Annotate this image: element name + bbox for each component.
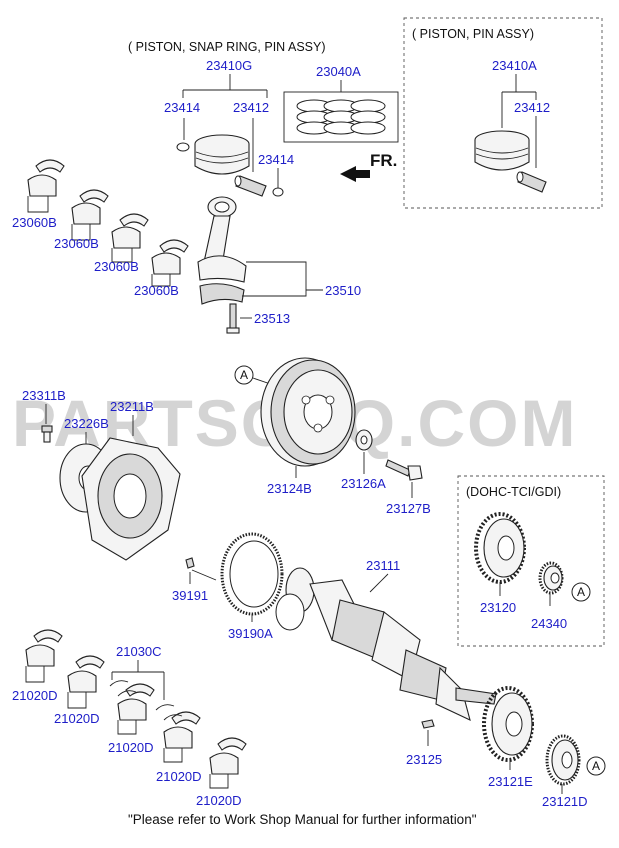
target-wheel-icon bbox=[220, 532, 284, 616]
part-23040A[interactable]: 23040A bbox=[316, 64, 361, 79]
front-marker: FR. bbox=[370, 151, 397, 170]
part-23410G[interactable]: 23410G bbox=[206, 58, 252, 73]
damper-pulley-icon bbox=[260, 357, 356, 467]
piston-rings-icon bbox=[296, 99, 386, 135]
ring-set-box bbox=[283, 91, 399, 143]
leader-21020D-2 bbox=[67, 692, 87, 709]
part-23211B[interactable]: 23211B bbox=[110, 399, 154, 414]
part-23125[interactable]: 23125 bbox=[406, 752, 442, 767]
callout-a-dohc bbox=[571, 582, 591, 602]
part-23060B-3[interactable]: 23060B bbox=[94, 259, 139, 274]
part-23124B[interactable]: 23124B bbox=[267, 481, 312, 496]
leader-39191 bbox=[189, 569, 217, 584]
part-23111[interactable]: 23111 bbox=[366, 558, 400, 573]
crank-sprocket-icon bbox=[474, 512, 526, 584]
leader-23060B-1 bbox=[27, 196, 49, 213]
leader-21030C bbox=[111, 660, 165, 700]
part-21020D-4[interactable]: 21020D bbox=[156, 769, 202, 784]
leader-23060B-3 bbox=[111, 248, 133, 263]
part-23060B-2[interactable]: 23060B bbox=[54, 236, 99, 251]
part-24340[interactable]: 24340 bbox=[531, 616, 567, 631]
timing-sprocket-icon bbox=[538, 561, 564, 595]
part-23226B[interactable]: 23226B bbox=[64, 416, 109, 431]
callout-a-lower bbox=[586, 756, 606, 776]
part-21030C[interactable]: 21030C bbox=[116, 644, 162, 659]
piston-pin-alt-icon bbox=[516, 171, 547, 193]
piston-icon bbox=[194, 134, 250, 175]
snap-ring-icon bbox=[176, 142, 190, 152]
leader-23410A bbox=[501, 74, 537, 128]
dohc-box bbox=[457, 475, 605, 647]
part-23127B[interactable]: 23127B bbox=[386, 501, 431, 516]
leader-23510 bbox=[242, 261, 307, 297]
leader-21020D-4 bbox=[163, 748, 183, 763]
crankshaft-key-icon bbox=[421, 719, 435, 729]
part-21020D-3[interactable]: 21020D bbox=[108, 740, 154, 755]
leader-23414-23412 bbox=[183, 118, 254, 172]
crankshaft-sensor-pin-icon bbox=[185, 557, 195, 569]
callout-a-pulley bbox=[234, 365, 254, 385]
part-23510[interactable]: 23510 bbox=[325, 283, 361, 298]
balance-sprocket-icon bbox=[545, 734, 581, 786]
conrod-bearing-icons bbox=[27, 159, 189, 275]
part-23414-upper[interactable]: 23414 bbox=[164, 100, 200, 115]
callout-a-pulley-text: A bbox=[240, 368, 248, 382]
part-23120[interactable]: 23120 bbox=[480, 600, 516, 615]
part-21020D-2[interactable]: 21020D bbox=[54, 711, 100, 726]
piston-alt-icon bbox=[474, 130, 530, 171]
drive-plate-bolt-icon bbox=[41, 425, 53, 443]
part-23412-alt[interactable]: 23412 bbox=[514, 100, 550, 115]
part-23121E[interactable]: 23121E bbox=[488, 774, 533, 789]
leader-21020D-1 bbox=[25, 666, 45, 683]
snap-ring-icon-2 bbox=[272, 187, 284, 197]
part-23311B[interactable]: 23311B bbox=[22, 388, 66, 403]
crankshaft-icon bbox=[275, 567, 497, 722]
callout-a-dohc-text: A bbox=[577, 585, 585, 599]
part-23121D[interactable]: 23121D bbox=[542, 794, 588, 809]
header-piston-snap-ring-pin: ( PISTON, SNAP RING, PIN ASSY) bbox=[128, 40, 326, 54]
part-23414-lower[interactable]: 23414 bbox=[258, 152, 294, 167]
part-21020D-1[interactable]: 21020D bbox=[12, 688, 58, 703]
part-21020D-5[interactable]: 21020D bbox=[196, 793, 242, 808]
callout-a-lower-text: A bbox=[592, 759, 600, 773]
oil-pump-sprocket-icon bbox=[482, 686, 534, 762]
part-23060B-4[interactable]: 23060B bbox=[134, 283, 179, 298]
leader-23060B-2 bbox=[71, 224, 91, 241]
leader-23111 bbox=[369, 573, 389, 593]
part-39191[interactable]: 39191 bbox=[172, 588, 208, 603]
piston-pin-icon bbox=[234, 175, 267, 197]
part-23060B-1[interactable]: 23060B bbox=[12, 215, 57, 230]
part-39190A[interactable]: 39190A bbox=[228, 626, 273, 641]
leader-23410G bbox=[182, 74, 268, 98]
thrust-washer-icons bbox=[109, 680, 183, 721]
part-23513[interactable]: 23513 bbox=[254, 311, 290, 326]
leader-21020D-3 bbox=[117, 720, 137, 735]
part-23410A[interactable]: 23410A bbox=[492, 58, 537, 73]
leader-21020D-5 bbox=[209, 774, 229, 789]
header-dohc: (DOHC-TCI/GDI) bbox=[466, 485, 561, 499]
part-23126A[interactable]: 23126A bbox=[341, 476, 386, 491]
leader-23060B-4 bbox=[151, 274, 171, 287]
pulley-bolt-icon bbox=[385, 459, 423, 481]
alt-piston-box bbox=[403, 17, 603, 209]
front-arrow-icon bbox=[340, 166, 370, 182]
header-piston-pin: ( PISTON, PIN ASSY) bbox=[412, 27, 534, 41]
connecting-rod-icon bbox=[197, 196, 247, 305]
part-23412-upper[interactable]: 23412 bbox=[233, 100, 269, 115]
drive-plate-icon bbox=[81, 437, 181, 561]
footer-note: "Please refer to Work Shop Manual for fu… bbox=[128, 812, 477, 827]
main-bearing-icons bbox=[25, 629, 247, 775]
washer-icon bbox=[355, 429, 373, 451]
conrod-bolt-icon bbox=[226, 303, 240, 334]
